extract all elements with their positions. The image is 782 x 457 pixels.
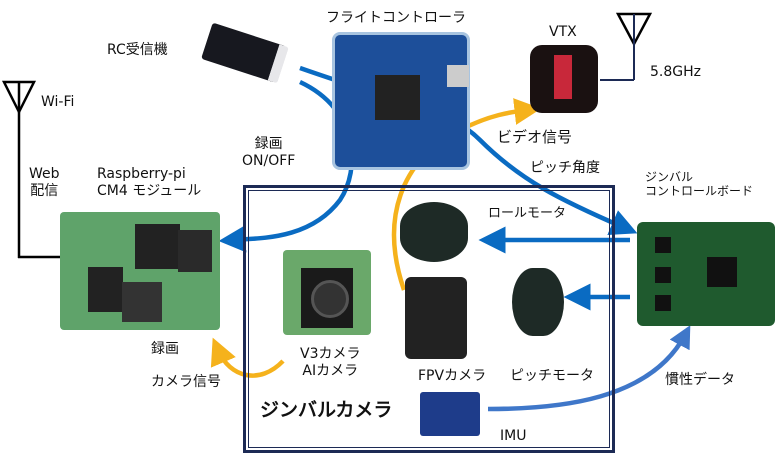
gimbal-control-board-image (637, 222, 775, 326)
frequency-label: 5.8GHz (650, 64, 701, 80)
gimbal-camera-label: ジンバルカメラ (260, 399, 393, 421)
rec-line2: ON/OFF (242, 152, 296, 169)
imu-image (420, 392, 480, 436)
fpv-camera-label: FPVカメラ (418, 368, 487, 384)
roll-motor-image (400, 202, 468, 262)
flight-controller-label: フライトコントローラ (326, 10, 466, 26)
v3-line1: V3カメラ (300, 346, 361, 362)
rec-onoff-label: 録画 ON/OFF (242, 136, 295, 170)
raspberry-pi-label: Raspberry-pi CM4 モジュール (97, 166, 201, 200)
gimbal-board-line1: ジンバル (645, 170, 694, 184)
wifi-label: Wi-Fi (41, 94, 75, 110)
imu-label: IMU (500, 428, 527, 444)
fpv-camera-image (405, 277, 467, 359)
inertial-data-label: 慣性データ (665, 372, 735, 388)
roll-motor-label: ロールモータ (488, 206, 567, 221)
web-line1: Web (29, 166, 60, 182)
camera-signal-label: カメラ信号 (151, 374, 221, 390)
video-signal-label: ビデオ信号 (497, 128, 573, 146)
gimbal-camera-frame (243, 185, 615, 453)
raspberry-pi-cm4-image (60, 212, 220, 330)
pitch-motor-label: ピッチモータ (510, 368, 594, 384)
v3-line2: AIカメラ (302, 362, 359, 379)
web-line2: 配信 (30, 182, 59, 199)
rpi-line1: Raspberry-pi (97, 166, 186, 182)
recording-label: 録画 (151, 341, 179, 357)
arrow-camera-signal (210, 337, 285, 378)
v3-camera-label: V3カメラ AIカメラ (300, 346, 360, 380)
web-streaming-label: Web 配信 (29, 166, 60, 200)
rpi-line2: CM4 モジュール (97, 182, 202, 199)
wifi-antenna-icon (1, 80, 60, 259)
vtx-image (530, 45, 598, 113)
v3-camera-image (283, 250, 371, 335)
gimbal-board-label: ジンバル コントロールボード (645, 170, 753, 199)
pitch-angle-label: ピッチ角度 (530, 160, 600, 176)
gimbal-board-line2: コントロールボード (645, 184, 754, 199)
rc-receiver-label: RC受信機 (107, 42, 168, 58)
arrow-inertial-data (487, 325, 691, 412)
rec-line1: 録画 (254, 136, 283, 152)
vtx-antenna-icon (600, 12, 653, 81)
pitch-motor-image (512, 268, 564, 336)
flight-controller-image (332, 32, 470, 170)
vtx-label: VTX (549, 24, 577, 40)
